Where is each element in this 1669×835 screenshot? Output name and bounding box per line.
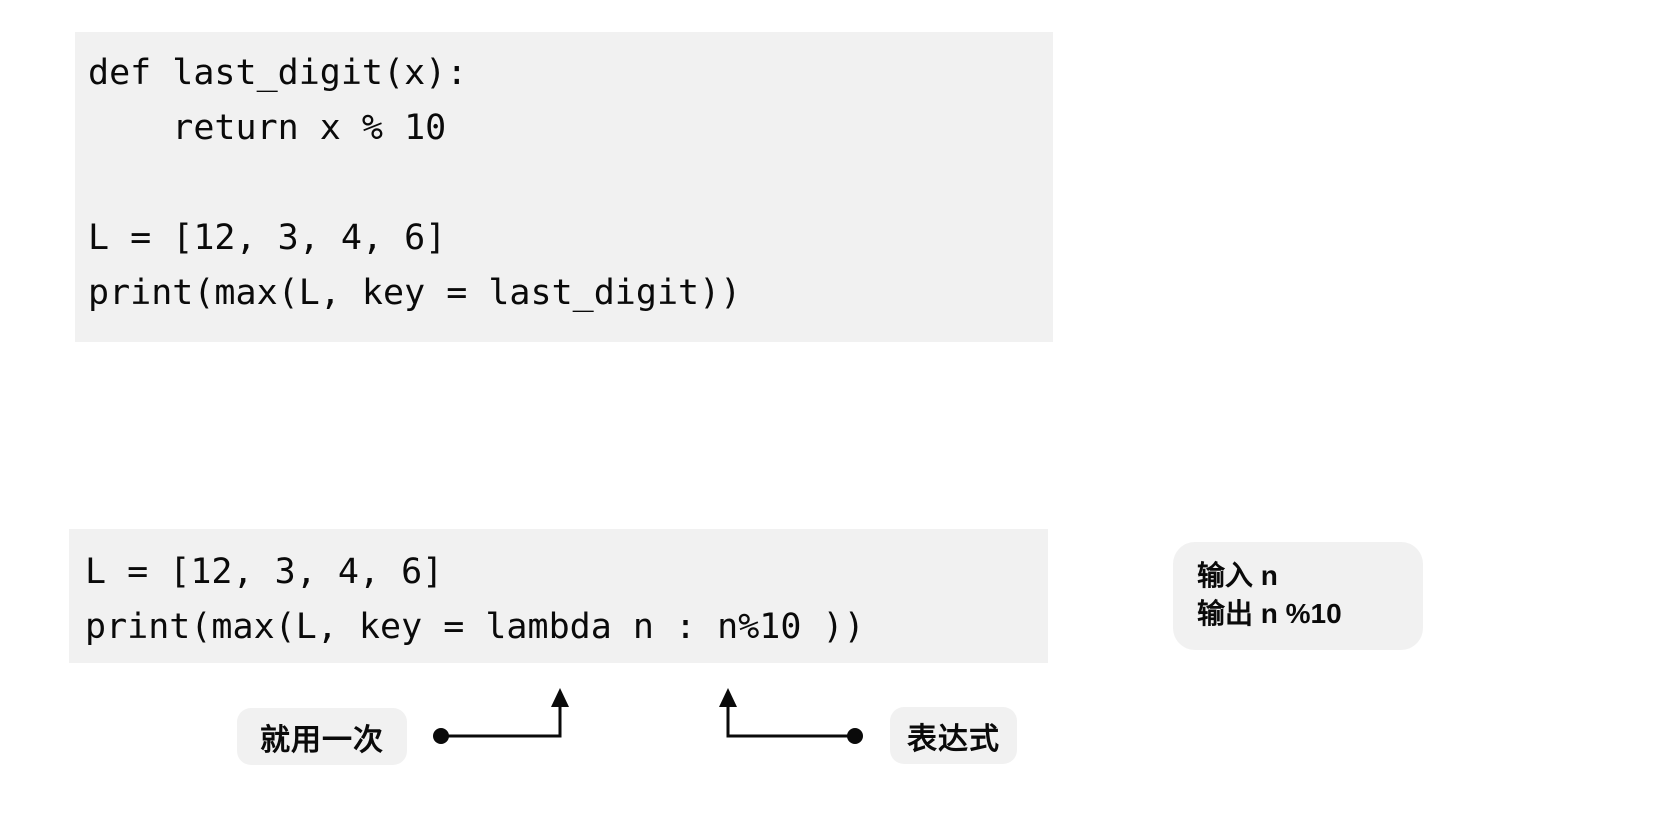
code-block-lambda-version: L = [12, 3, 4, 6] print(max(L, key = lam… bbox=[69, 529, 1048, 663]
callout-expression-text: 表达式 bbox=[907, 722, 1000, 756]
callout-used-once-label: 就用一次 bbox=[237, 708, 407, 765]
elbow-arrow-lambda bbox=[433, 688, 569, 744]
arrow-start-dot bbox=[847, 728, 863, 744]
callout-expression-label: 表达式 bbox=[890, 707, 1017, 764]
arrow-head-icon bbox=[551, 688, 569, 707]
arrow-head-icon bbox=[719, 688, 737, 707]
code-block-function-version: def last_digit(x): return x % 10 L = [12… bbox=[75, 32, 1053, 342]
io-note-output-line: 输出 n %10 bbox=[1197, 598, 1342, 629]
callout-used-once-text: 就用一次 bbox=[260, 723, 384, 757]
lambda-io-note: 输入 n 输出 n %10 bbox=[1173, 542, 1423, 650]
arrow-start-dot bbox=[433, 728, 449, 744]
io-note-input-line: 输入 n bbox=[1197, 560, 1278, 591]
elbow-arrow-expression bbox=[719, 688, 863, 744]
